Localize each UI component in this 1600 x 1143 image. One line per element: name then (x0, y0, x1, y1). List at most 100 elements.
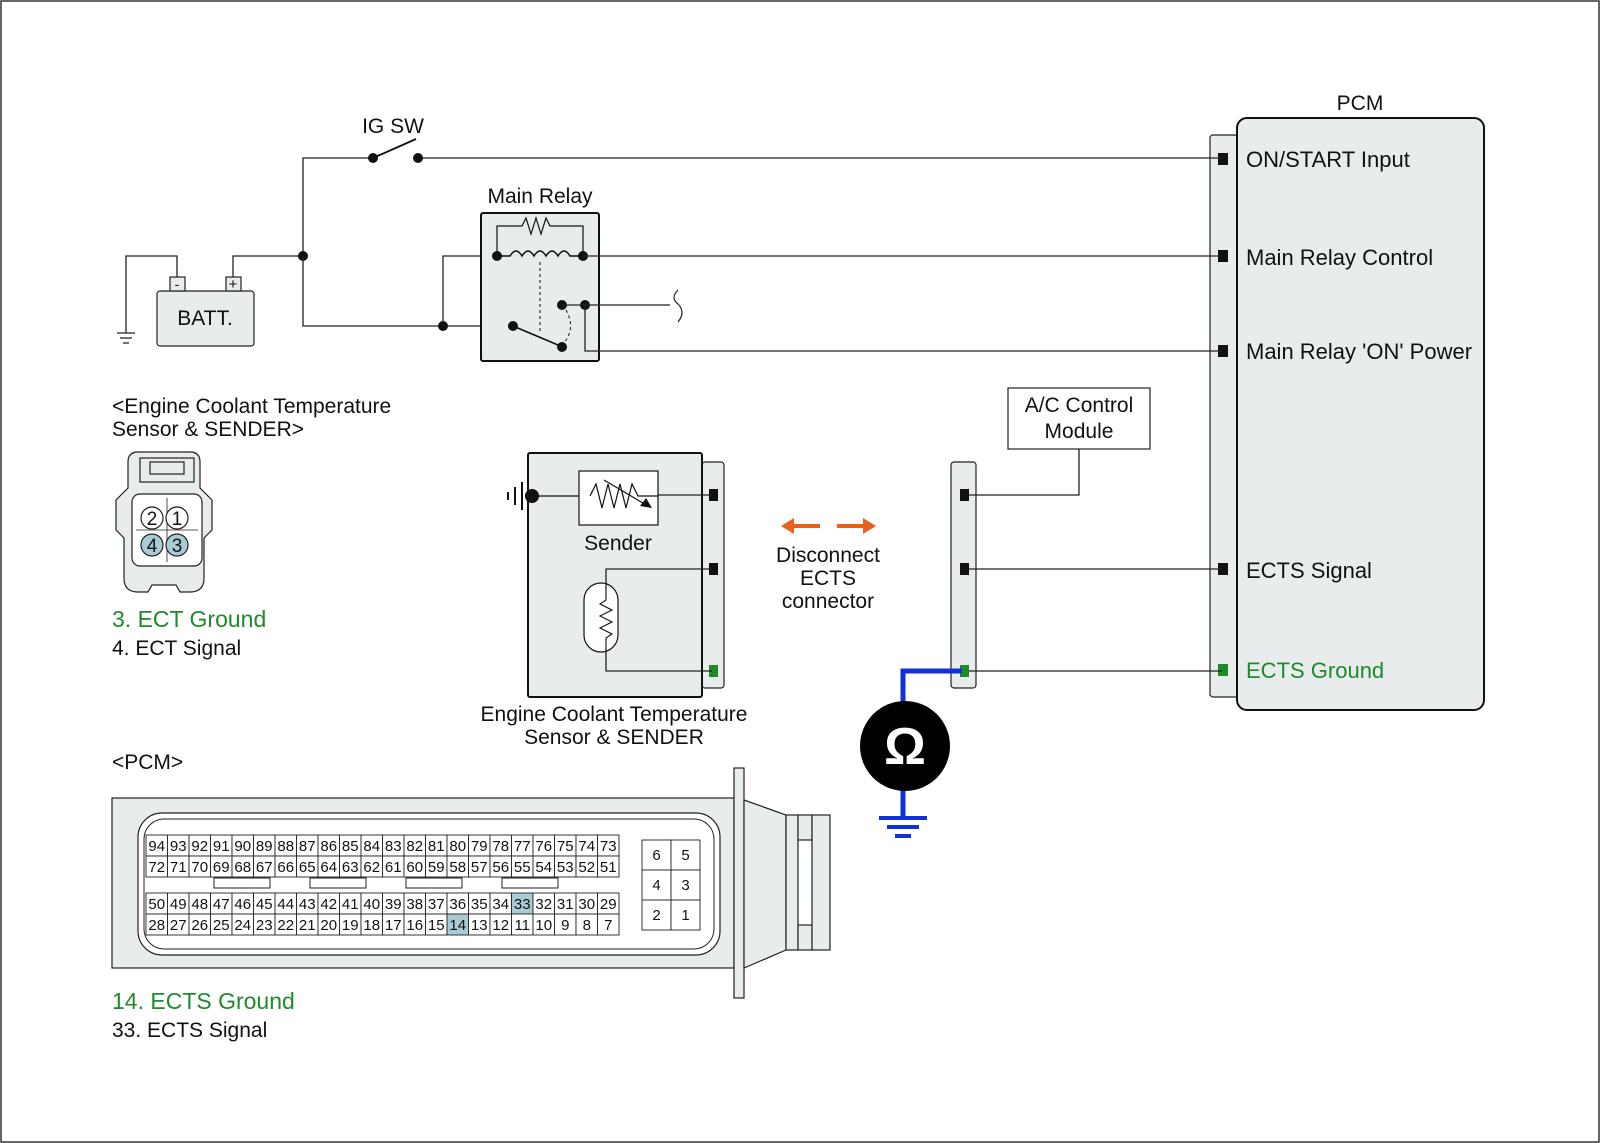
disconnect-arrows-icon (781, 518, 876, 534)
pcm-small-pin-cell (641, 839, 672, 871)
pcm-pin-number: 43 (299, 896, 316, 913)
pcm-pin-number: 48 (191, 896, 208, 913)
pcm-pin-number: 73 (600, 838, 617, 855)
pcm-pin-number: 50 (148, 896, 165, 913)
pcm-pin-number: 29 (600, 896, 617, 913)
sender-label: Sender (584, 532, 652, 555)
pcm-pin-number: 28 (148, 917, 165, 934)
ect-legend-signal: 4. ECT Signal (112, 637, 241, 660)
pcm-pin-number: 63 (342, 859, 359, 876)
ohm-icon: Ω (884, 718, 926, 776)
pcm-small-pin-cell (670, 899, 701, 931)
pcm-small-pin-cell (641, 869, 672, 901)
pcm-pin-number: 56 (492, 859, 509, 876)
pcm-pin-number: 51 (600, 859, 617, 876)
pcm-pin-number: 72 (148, 859, 165, 876)
pcm-pin-number: 91 (213, 838, 230, 855)
pcm-pin-number: 85 (342, 838, 359, 855)
disconnect-line1: Disconnect (776, 544, 880, 567)
batt-plus: + (229, 276, 238, 293)
sensor-caption-line2: Sensor & SENDER (524, 726, 704, 749)
pcm-pin-number: 69 (213, 859, 230, 876)
pcm-pin-number: 75 (557, 838, 574, 855)
pcm-pin-number: 66 (277, 859, 294, 876)
pcm-pin-number: 74 (578, 838, 595, 855)
pcm-pin-number: 81 (428, 838, 445, 855)
pcm-pin-number: 31 (557, 896, 574, 913)
main-relay: Main Relay (480, 185, 600, 362)
pcm-pin-number: 78 (492, 838, 509, 855)
pcm-pin-number: 34 (492, 896, 509, 913)
ac-label-line2: Module (1045, 420, 1114, 443)
pcm-pin-number: 68 (234, 859, 251, 876)
pcm-pin-cell (597, 855, 620, 878)
pcm-pin-number: 70 (191, 859, 208, 876)
pcm-pin-number: 86 (320, 838, 337, 855)
pcm-pin-number: 39 (385, 896, 402, 913)
pcm-pin-number: 45 (256, 896, 273, 913)
ects-sensor-sender: Sender (507, 452, 725, 698)
ac-label-line1: A/C Control (1025, 394, 1134, 417)
pcm-pin-number: 61 (385, 859, 402, 876)
pcm-small-pin-number: 5 (681, 847, 689, 864)
pcm-pin-number: 21 (299, 917, 316, 934)
pcm-pin-number: 47 (213, 896, 230, 913)
pcm-pin-number: 57 (471, 859, 488, 876)
ect-pin-2: 2 (147, 509, 158, 530)
pcm-pin-number: 20 (320, 917, 337, 934)
pcm-pin-number: 59 (428, 859, 445, 876)
ect-connector-face: 2 1 4 3 (115, 451, 213, 593)
pcm-pin-number: 71 (170, 859, 187, 876)
pcm-pin-number: 11 (514, 917, 530, 934)
ig-sw-label: IG SW (362, 115, 424, 138)
pcm-pin-number: 55 (514, 859, 531, 876)
main-relay-label: Main Relay (487, 185, 593, 208)
pcm-pin-number: 25 (213, 917, 230, 934)
pcm-pin-relay-control: Main Relay Control (1246, 245, 1433, 270)
ect-connector-title-line1: <Engine Coolant Temperature (112, 395, 391, 418)
pcm-pin-number: 10 (535, 917, 552, 934)
ect-pin-4: 4 (147, 536, 158, 557)
pcm-pin-number: 14 (449, 917, 466, 934)
pcm-pin-number: 27 (170, 917, 187, 934)
pcm-pin-number: 84 (363, 838, 380, 855)
pcm-pin-number: 89 (256, 838, 273, 855)
pcm-pin-number: 80 (449, 838, 466, 855)
pcm-pin-number: 16 (406, 917, 423, 934)
pcm-pin-relay-on-power: Main Relay 'ON' Power (1246, 339, 1472, 364)
pcm-pin-number: 44 (277, 896, 294, 913)
disconnect-line2: ECTS (800, 567, 856, 590)
pcm-pin-number: 15 (428, 917, 445, 934)
ect-pin-3: 3 (172, 536, 183, 557)
pcm-pin-number: 53 (557, 859, 574, 876)
ect-legend-ground: 3. ECT Ground (112, 606, 266, 632)
pcm-pin-number: 87 (299, 838, 316, 855)
pcm-small-pin-number: 2 (652, 907, 660, 924)
pcm-pin-number: 83 (385, 838, 402, 855)
pcm-pin-number: 9 (561, 917, 569, 934)
ac-control-module: A/C Control Module (1007, 387, 1151, 450)
pcm-pin-number: 90 (234, 838, 251, 855)
pcm-pin-number: 46 (234, 896, 251, 913)
sensor-caption-line1: Engine Coolant Temperature (481, 703, 748, 726)
pcm-pin-number: 52 (578, 859, 595, 876)
pcm-pin-number: 38 (406, 896, 423, 913)
pcm-pin-number: 77 (514, 838, 531, 855)
pcm-pin-number: 54 (535, 859, 552, 876)
pcm-pin-number: 33 (514, 896, 531, 913)
pcm-pin-number: 60 (406, 859, 423, 876)
pcm-pin-number: 24 (234, 917, 251, 934)
pcm-module: PCM ON/START Input Main Relay Control Ma… (1209, 92, 1485, 711)
pcm-pin-number: 13 (471, 917, 488, 934)
pcm-pin-number: 64 (320, 859, 337, 876)
pcm-pin-on-start: ON/START Input (1246, 147, 1410, 172)
pcm-small-pin-number: 4 (652, 877, 660, 894)
ect-pin-1: 1 (172, 509, 183, 530)
pcm-pin-number: 65 (299, 859, 316, 876)
batt-label: BATT. (177, 307, 233, 330)
pcm-pin-number: 67 (256, 859, 273, 876)
